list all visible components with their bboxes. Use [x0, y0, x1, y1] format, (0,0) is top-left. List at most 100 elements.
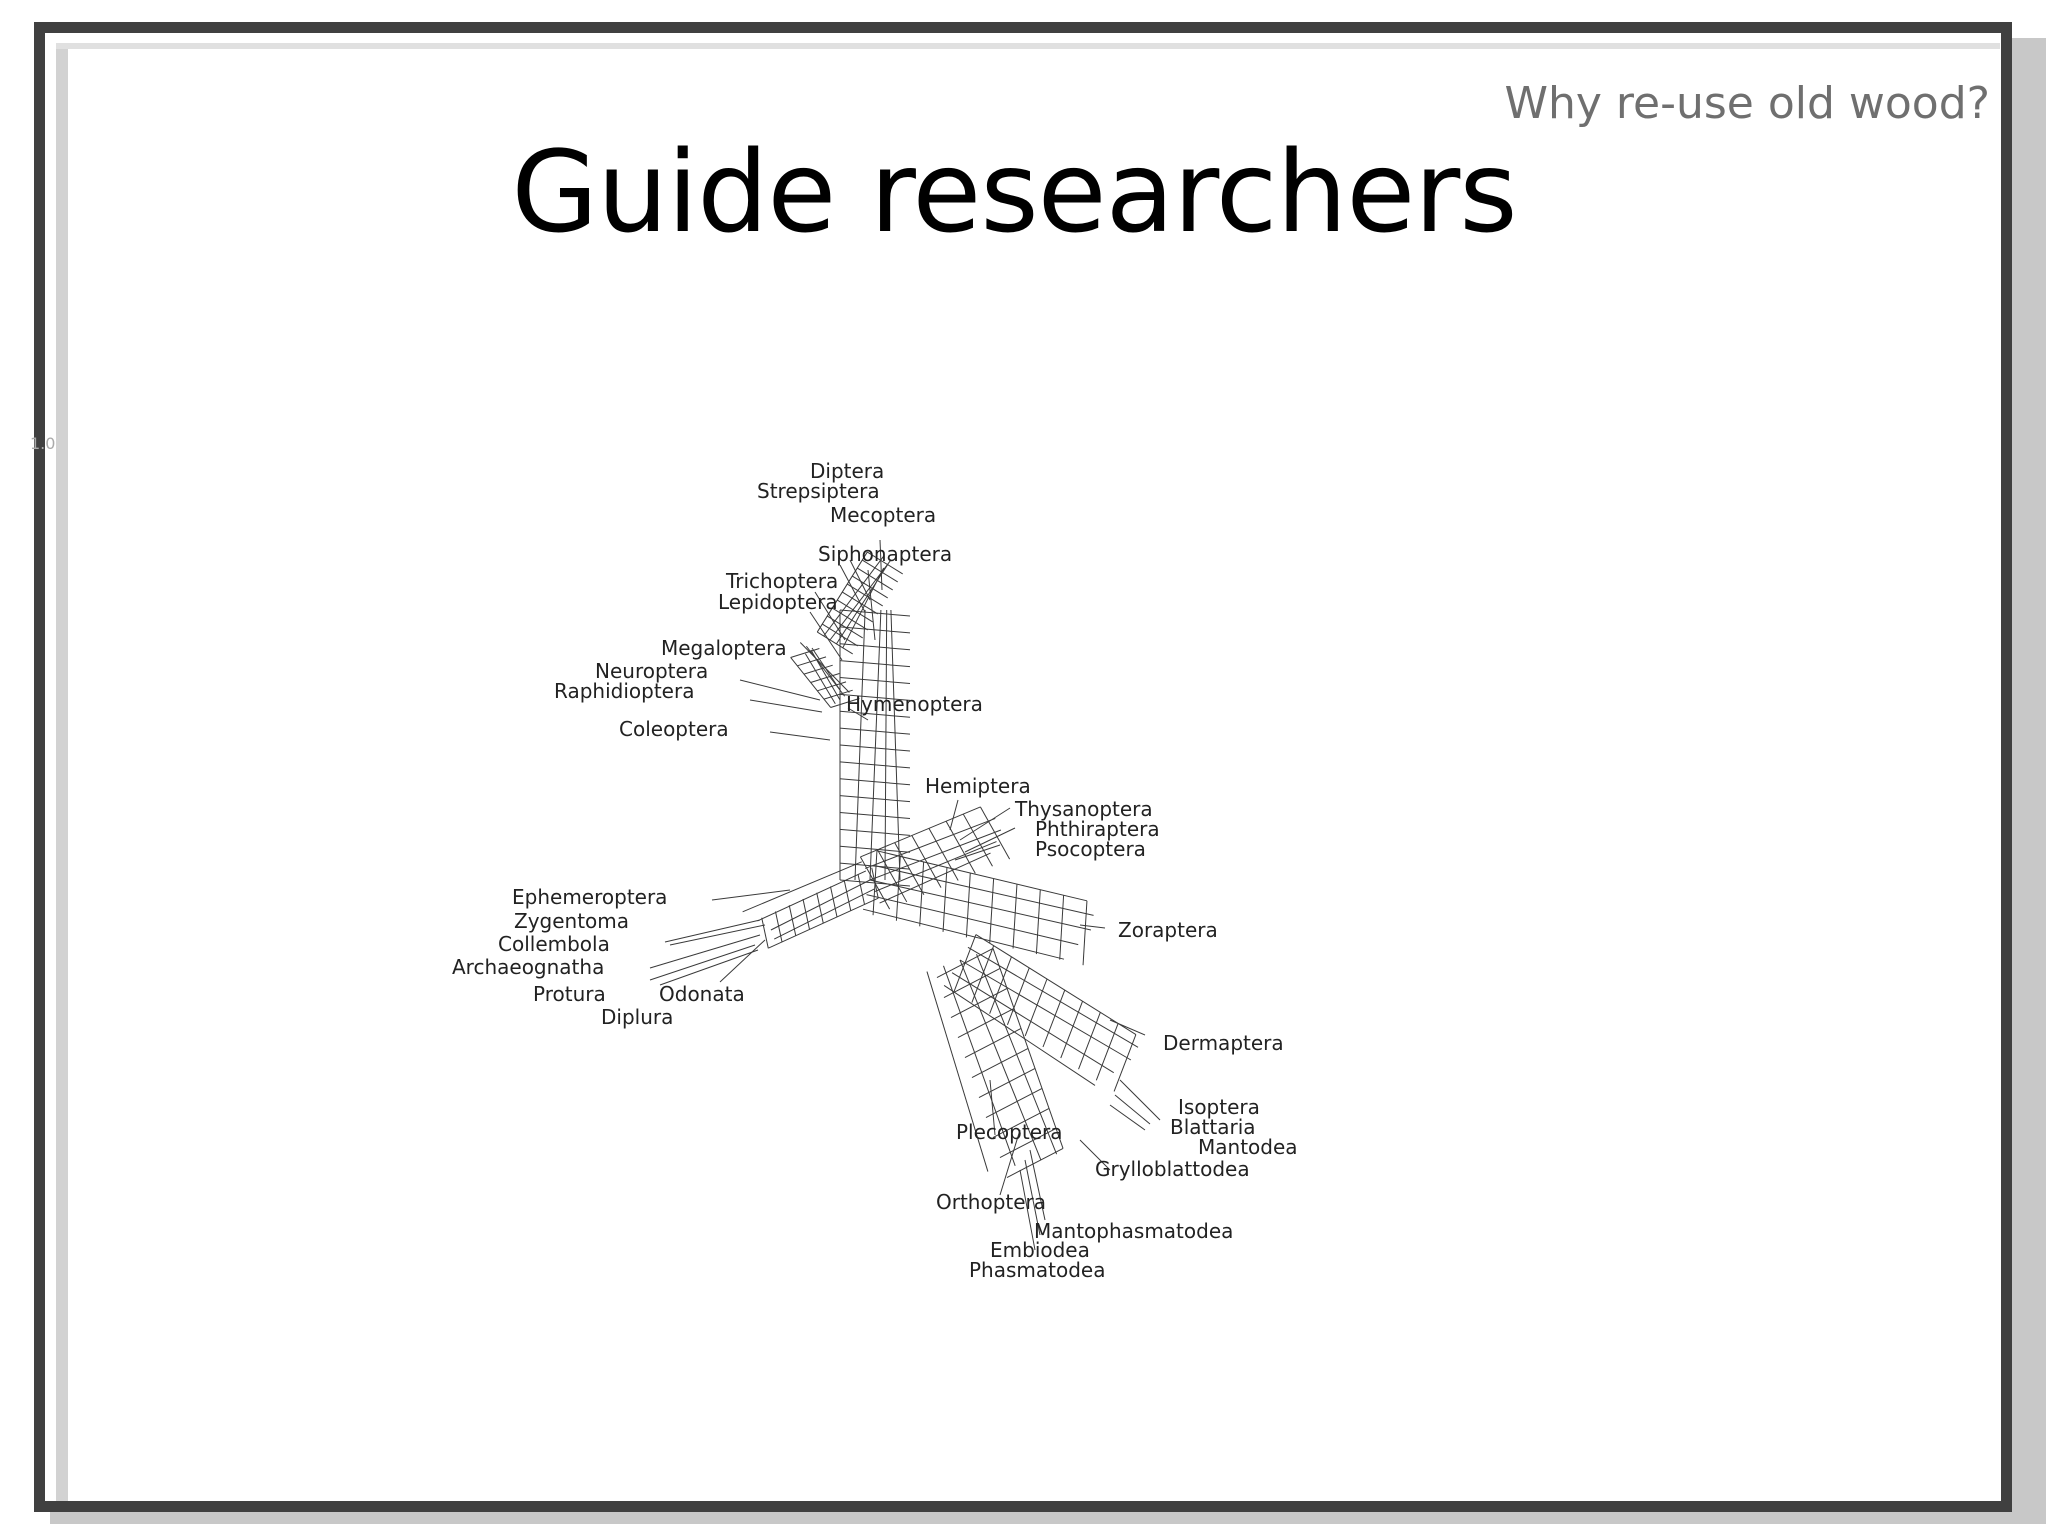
basal-branch-rung	[761, 917, 769, 949]
edge-megaloptera	[811, 647, 841, 691]
holometabola-branch-strand	[884, 609, 888, 881]
hemiptera-branch-rung	[928, 828, 959, 881]
zoraptera-branch-rung	[965, 873, 971, 938]
holometabola-branch-rung	[839, 761, 911, 769]
antliophora-branch-rung	[862, 559, 898, 583]
dictyoptera-branch-strand	[959, 959, 1132, 1061]
slide-frame	[34, 22, 2012, 1512]
dictyoptera-branch-strand	[943, 985, 1096, 1086]
taxon-label-zoraptera: Zoraptera	[1118, 918, 1218, 942]
taxon-label-strepsiptera: Strepsiptera	[757, 479, 880, 503]
hemiptera-branch-strand	[860, 806, 981, 858]
dictyoptera-branch-rung	[1095, 1023, 1119, 1081]
dictyoptera-branch-rung	[1113, 1034, 1137, 1092]
dictyoptera-branch-strand	[975, 934, 1137, 1035]
antliophora-branch-rung	[827, 615, 863, 639]
taxon-label-protura: Protura	[533, 982, 606, 1006]
taxon-label-diplura: Diplura	[601, 1005, 673, 1029]
edge-dermaptera	[1109, 1019, 1146, 1036]
zoraptera-branch-rung	[942, 867, 948, 932]
zoraptera-branch-strand	[873, 864, 1094, 916]
antliophora-branch-rung	[822, 623, 858, 647]
holometabola-branch-strand	[890, 609, 901, 881]
edge-lepidoptera	[809, 611, 843, 661]
dictyoptera-branch-rung	[1078, 1012, 1101, 1070]
taxon-label-raphidioptera: Raphidioptera	[554, 679, 694, 703]
hemiptera-branch-rung	[945, 820, 976, 874]
basal-branch-rung	[843, 880, 852, 911]
taxon-label-ephemeroptera: Ephemeroptera	[512, 885, 667, 909]
antliophora-branch-rung	[832, 607, 868, 631]
polyneoptera-branch-rung	[1006, 1147, 1064, 1179]
holometabola-branch-rung	[839, 643, 911, 651]
edge-embiodea	[1024, 1159, 1041, 1236]
zoraptera-branch-strand	[869, 879, 1092, 931]
edge-collembola	[669, 924, 766, 946]
taxon-label-trichoptera: Trichoptera	[725, 569, 838, 593]
frame-inner-shade-top	[56, 43, 2000, 49]
taxon-label-mecoptera: Mecoptera	[830, 503, 936, 527]
basal-branch-rung	[857, 873, 866, 905]
hemiptera-branch-rung	[877, 849, 908, 903]
taxon-label-coleoptera: Coleoptera	[619, 717, 729, 741]
dictyoptera-branch-rung	[971, 945, 995, 1003]
edge-neuroptera	[739, 679, 821, 701]
edge-zoraptera	[1079, 924, 1106, 929]
basal-branch-strand	[742, 861, 862, 913]
edge-odonata	[719, 939, 766, 983]
taxon-label-collembola: Collembola	[498, 932, 610, 956]
taxon-labels: DipteraStrepsipteraMecopteraSiphonaptera…	[452, 459, 1298, 1282]
holometabola-branch-rung	[839, 727, 911, 735]
neuropterida-branch-rung	[803, 664, 833, 675]
splits-network-web	[742, 551, 1139, 1179]
edge-archaeognatha	[649, 934, 761, 969]
edge-psocoptera	[954, 844, 1001, 861]
dictyoptera-branch-strand	[951, 972, 1115, 1074]
hemiptera-branch-rung	[911, 835, 942, 888]
slide-title: Guide researchers	[511, 128, 1517, 258]
polyneoptera-branch-rung	[964, 1027, 1022, 1059]
edge-strepsiptera	[839, 564, 866, 613]
polyneoptera-branch-rung	[971, 1047, 1029, 1079]
holometabola-branch-rung	[839, 795, 911, 803]
taxon-label-zygentoma: Zygentoma	[514, 909, 629, 933]
taxon-label-isoptera: Isoptera	[1178, 1095, 1260, 1119]
edge-raphidioptera	[749, 699, 823, 713]
taxon-label-diptera: Diptera	[810, 459, 884, 483]
edge-protura	[649, 944, 756, 981]
antliophora-branch-rung	[817, 631, 853, 655]
antliophora-branch-rung	[847, 583, 883, 607]
holometabola-branch-rung	[839, 677, 911, 684]
hemiptera-branch-rung	[962, 813, 993, 867]
neuropterida-branch-rung	[823, 689, 853, 700]
taxon-label-megaloptera: Megaloptera	[661, 636, 787, 660]
pendant-edges	[649, 539, 1161, 1251]
edge-isoptera	[1119, 1079, 1161, 1121]
edge-orthoptera	[999, 1129, 1021, 1196]
taxon-label-mantophasmatodea: Mantophasmatodea	[1034, 1219, 1233, 1243]
edge-mecoptera	[879, 539, 883, 591]
polyneoptera-branch-rung	[999, 1127, 1057, 1159]
taxon-label-phthiraptera: Phthiraptera	[1035, 817, 1160, 841]
taxon-label-orthoptera: Orthoptera	[936, 1190, 1046, 1214]
polyneoptera-branch-rung	[950, 987, 1008, 1019]
zoraptera-branch-rung	[1082, 900, 1088, 966]
neuropterida-branch-rung	[830, 698, 860, 708]
holometabola-branch-rung	[839, 626, 911, 634]
taxon-label-psocoptera: Psocoptera	[1035, 837, 1146, 861]
basal-branch-strand	[774, 888, 875, 940]
basal-branch-rung	[816, 892, 824, 924]
neuropterida-branch-rung	[817, 681, 847, 692]
antliophora-branch-rung	[867, 551, 903, 575]
taxon-label-embiodea: Embiodea	[990, 1238, 1090, 1262]
zoraptera-branch-rung	[1059, 895, 1065, 960]
zoraptera-branch-rung	[989, 878, 995, 943]
dictyoptera-branch-rung	[989, 956, 1012, 1014]
neuropterida-branch-rung	[790, 648, 820, 658]
zoraptera-branch-rung	[895, 856, 901, 921]
taxon-label-thysanoptera: Thysanoptera	[1014, 797, 1153, 821]
taxon-label-mantodea: Mantodea	[1198, 1135, 1298, 1159]
holometabola-branch-rung	[839, 845, 911, 853]
edge-hemiptera	[949, 799, 959, 831]
polyneoptera-branch-strand	[926, 971, 989, 1172]
